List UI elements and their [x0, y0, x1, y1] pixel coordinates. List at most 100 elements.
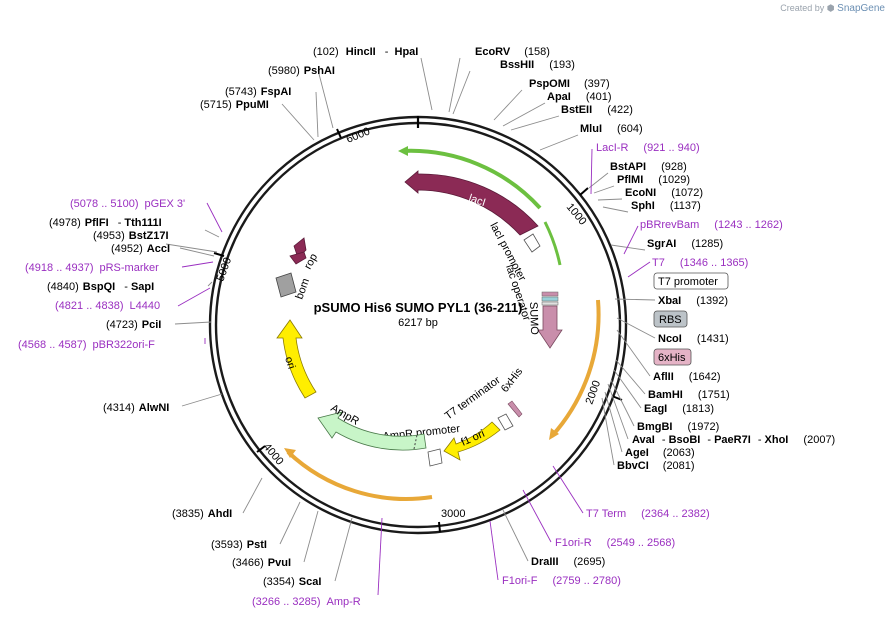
- leader-line: [615, 359, 646, 395]
- leader-line: [448, 57, 461, 113]
- orange-arrowhead-left-icon: [284, 448, 296, 458]
- snapgene-credit: Created by ⬢ SnapGene: [780, 3, 885, 14]
- primer-pbrrevbam[interactable]: pBRrevBam(1243 .. 1262): [640, 219, 783, 231]
- primer-leader-line: [181, 261, 214, 268]
- site-bamhi[interactable]: BamHI(1751): [648, 389, 730, 401]
- tick-label-5000: 5000: [215, 256, 235, 283]
- leader-line: [179, 247, 215, 257]
- leader-line: [613, 369, 642, 409]
- credit-prefix: Created by: [780, 3, 825, 13]
- site-agei[interactable]: AgeI(2063): [625, 447, 695, 459]
- primer-f1ori-f[interactable]: F1ori-F(2759 .. 2780): [502, 575, 621, 587]
- feature-sumo[interactable]: SUMO: [527, 302, 563, 349]
- primer-leader-line: [522, 489, 552, 543]
- feature-box-6xhis[interactable]: [653, 348, 692, 366]
- site-bbvci[interactable]: BbvCI(2081): [617, 460, 695, 472]
- primer-pgex3[interactable]: (5078 .. 5100)pGEX 3': [70, 198, 185, 210]
- site-ppumi[interactable]: (5715)PpuMI: [200, 99, 269, 111]
- primer-leader-line: [206, 202, 223, 233]
- leader-line: [610, 244, 646, 251]
- site-pflmi[interactable]: PflMI(1029): [617, 174, 690, 186]
- leader-line: [610, 379, 635, 427]
- feature-rop[interactable]: rop: [289, 237, 320, 271]
- plasmid-length: 6217 bp: [398, 317, 438, 329]
- leader-line: [165, 243, 218, 253]
- tick-label-3000: 3000: [441, 508, 465, 520]
- leader-line: [614, 298, 656, 301]
- site-psti[interactable]: (3593)PstI: [211, 539, 267, 551]
- site-pcii[interactable]: (4723)PciI: [106, 319, 161, 331]
- feature-label-laci: lacI: [467, 192, 487, 209]
- feature-laci[interactable]: lacI: [404, 170, 539, 236]
- primer-f1ori-r[interactable]: F1ori-R(2549 .. 2568): [555, 537, 675, 549]
- leader-line: [588, 172, 609, 189]
- site-bsteii[interactable]: BstEII(422): [561, 104, 633, 116]
- green-arrowhead-icon: [398, 146, 408, 156]
- site-ecorv[interactable]: EcoRV(158): [475, 46, 550, 58]
- primer-laci-r[interactable]: LacI-R(921 .. 940): [596, 142, 700, 154]
- site-mlui[interactable]: MluI(604): [580, 123, 643, 135]
- primer-prs-marker[interactable]: (4918 .. 4937)pRS-marker: [25, 262, 159, 274]
- primer-t7-term[interactable]: T7 Term(2364 .. 2382): [586, 508, 710, 520]
- feature-box-rbs[interactable]: [653, 310, 688, 328]
- site-xbai[interactable]: XbaI(1392): [658, 295, 728, 307]
- feature-label-sumo: SUMO: [527, 302, 540, 336]
- leader-line: [303, 510, 319, 563]
- site-bspqi-sapi[interactable]: (4840)BspQI -SapI: [47, 281, 154, 293]
- site-ahdi[interactable]: (3835)AhdI: [172, 508, 232, 520]
- t7-region-bars: [541, 291, 559, 306]
- site-bstz17i[interactable]: (4953)BstZ17I: [93, 230, 169, 242]
- feature-label-ori: ori: [282, 355, 297, 370]
- site-bsshii[interactable]: BssHII(193): [500, 59, 575, 71]
- site-ncoi[interactable]: NcoI(1431): [658, 333, 729, 345]
- leader-lines: [165, 57, 656, 596]
- feature-6xhis[interactable]: 6xHis: [499, 365, 526, 418]
- site-scai[interactable]: (3354)ScaI: [263, 576, 321, 588]
- site-alwni[interactable]: (4314)AlwNI: [103, 402, 169, 414]
- feature-ori[interactable]: ori: [276, 319, 317, 399]
- leader-line: [315, 91, 319, 138]
- leader-line: [493, 89, 523, 121]
- site-bmgbi[interactable]: BmgBI(1972): [637, 421, 719, 433]
- site-bstapi[interactable]: BstAPI(928): [610, 161, 687, 173]
- primer-amp-r[interactable]: (3266 .. 3285)Amp-R: [252, 596, 361, 608]
- leader-line: [510, 115, 560, 131]
- primer-l4440[interactable]: (4821 .. 4838)L4440: [55, 300, 160, 312]
- primer-leader-line: [177, 287, 211, 307]
- leader-line: [602, 206, 629, 213]
- primer-t7[interactable]: T7(1346 .. 1365): [652, 257, 748, 269]
- site-avai-xhoi[interactable]: AvaI -BsoBI -PaeR7I -XhoI (2007): [632, 434, 835, 446]
- feature-ampr[interactable]: AmpR: [317, 402, 427, 451]
- feature-box-label-t7-promoter: T7 promoter: [658, 276, 718, 288]
- leader-line: [502, 509, 529, 562]
- primer-leader-line: [627, 261, 651, 278]
- site-eagi[interactable]: EagI(1813): [644, 403, 714, 415]
- feature-box-t7-promoter[interactable]: [653, 272, 729, 290]
- feature-bom[interactable]: bom: [275, 272, 312, 301]
- leader-line: [539, 134, 579, 151]
- site-hincii-hpai[interactable]: (102) HincII - HpaI: [313, 46, 418, 58]
- leader-line: [281, 103, 315, 141]
- site-pflfi-tth111i[interactable]: (4978)PflFI -Tth111I: [49, 217, 162, 229]
- orange-arrowhead-icon: [549, 428, 559, 440]
- site-acci[interactable]: (4952)AccI: [111, 243, 170, 255]
- primer-leader-line: [489, 520, 499, 581]
- leader-line: [601, 397, 615, 466]
- site-draiii[interactable]: DraIII(2695): [531, 556, 605, 568]
- primer-pbr322ori-f[interactable]: (4568 .. 4587)pBR322ori-F: [18, 339, 155, 351]
- feature-box-label-rbs: RBS: [659, 314, 682, 326]
- site-pshai[interactable]: (5980)PshAI: [268, 65, 335, 77]
- leader-line: [616, 329, 651, 377]
- site-pvui[interactable]: (3466)PvuI: [232, 557, 291, 569]
- site-econi[interactable]: EcoNI(1072): [625, 187, 703, 199]
- leader-line: [317, 69, 334, 129]
- leader-line: [502, 102, 546, 127]
- site-sphi[interactable]: SphI(1137): [631, 200, 701, 212]
- leader-line: [597, 198, 623, 201]
- site-fspai[interactable]: (5743)FspAI: [225, 86, 291, 98]
- primer-leader-line: [377, 517, 383, 596]
- site-pspomi[interactable]: PspOMI(397): [529, 78, 610, 90]
- site-apai[interactable]: ApaI(401): [547, 91, 612, 103]
- site-sgrai[interactable]: SgrAI(1285): [647, 238, 723, 250]
- site-aflii[interactable]: AflII(1642): [653, 371, 721, 383]
